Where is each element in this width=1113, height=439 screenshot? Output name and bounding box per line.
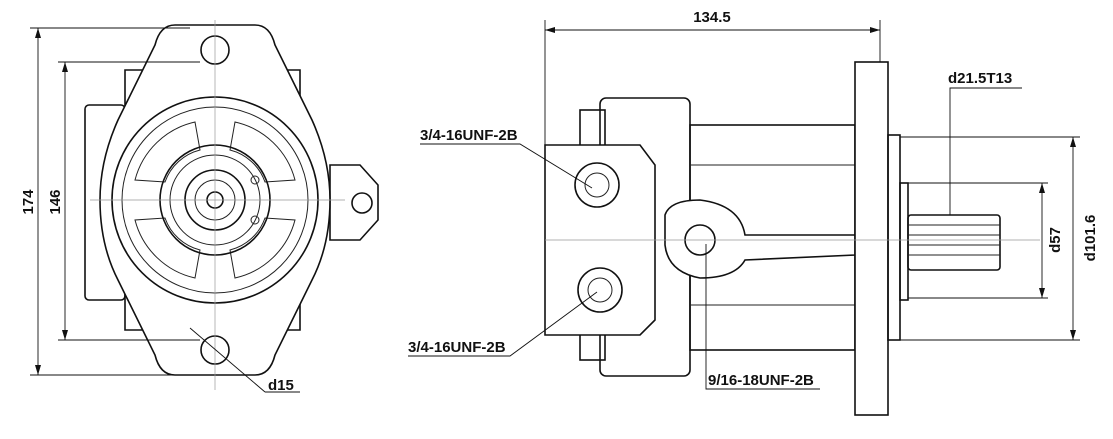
port-a-boss (574, 162, 620, 208)
side-view: 134.5 3/4-16UNF-2B 3/4-16UNF-2B 9/16-18U… (408, 9, 1099, 416)
label-shaft-spline: d21.5T13 (948, 70, 1012, 87)
dim-134-5: 134.5 (693, 9, 731, 26)
side-flange (854, 61, 889, 416)
right-boss (329, 164, 379, 241)
pilot-step (899, 182, 909, 301)
drain-boss (664, 199, 856, 279)
pin-bottom (250, 215, 260, 225)
dim-d101-6: d101.6 (1082, 215, 1099, 262)
front-view: 174 146 d15 (20, 20, 379, 394)
dim-d57: d57 (1047, 227, 1064, 253)
dim-146: 146 (47, 189, 64, 214)
port-b (587, 277, 613, 303)
right-boss-hole (351, 192, 373, 214)
pin-top (250, 175, 260, 185)
flange-windows (134, 121, 296, 279)
port-a (584, 172, 610, 198)
pilot (887, 134, 901, 341)
dim-174: 174 (20, 189, 37, 215)
label-port-b: 3/4-16UNF-2B (408, 339, 506, 356)
label-port-a: 3/4-16UNF-2B (420, 127, 518, 144)
splined-shaft (907, 214, 1001, 271)
dim-d15: d15 (268, 377, 294, 394)
port-b-boss (577, 267, 623, 313)
label-drain-port: 9/16-18UNF-2B (708, 372, 814, 389)
